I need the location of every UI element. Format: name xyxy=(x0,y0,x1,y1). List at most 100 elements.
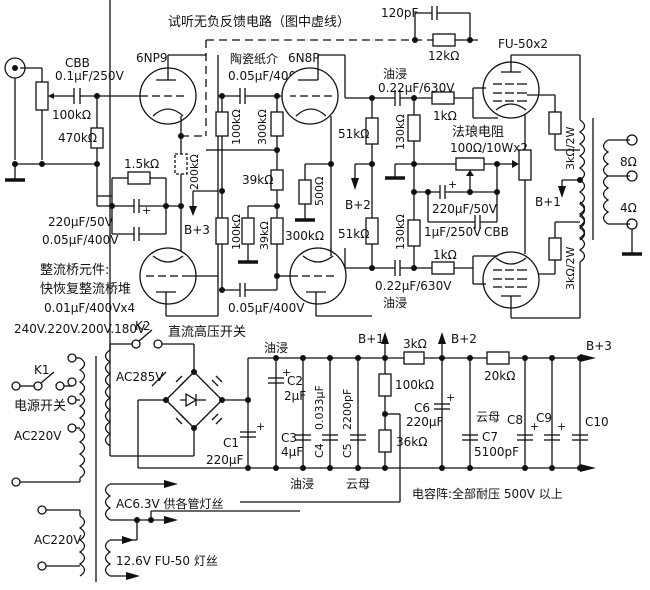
cathode-balance-pot xyxy=(518,149,532,181)
c9-label: C9 xyxy=(536,411,552,425)
cathode-resistor-1k5-label: 1.5kΩ xyxy=(124,157,159,171)
tap-200v[interactable] xyxy=(67,395,77,405)
grid-r-130k-bottom xyxy=(407,219,421,247)
hv-secondary-label: AC285V xyxy=(116,370,164,384)
tube-v3-label: FU-50x2 xyxy=(498,37,548,51)
driver-r-39k-b-label: 39kΩ xyxy=(258,221,271,250)
supply-r-3k-label: 3kΩ xyxy=(403,337,427,351)
rectifier-bridge xyxy=(151,344,223,456)
svg-text:+: + xyxy=(446,391,455,404)
volume-pot-label: 100kΩ xyxy=(52,108,91,122)
b2-label-supply: B+2 xyxy=(451,332,477,346)
cap-rating-note: 电容阵:全部耐压 500V 以上 xyxy=(412,486,563,501)
bias-resistor-type-label: 法琅电阻 xyxy=(452,125,504,140)
c4-label: C4 xyxy=(313,443,326,458)
grid-stop-1k-top xyxy=(431,91,455,105)
b1-label-supply: B+1 xyxy=(358,332,384,346)
driver-r-300k-bottom xyxy=(270,217,284,245)
driver-r-39k-a-label: 39kΩ xyxy=(242,173,273,187)
c7-type-label: 云母 xyxy=(476,410,500,424)
power-transformer xyxy=(78,349,112,582)
grid-resistor-470k-label: 470kΩ xyxy=(58,131,97,145)
driver-r-100k-bottom-label: 100kΩ xyxy=(230,214,243,250)
tube-v1-bottom xyxy=(139,206,218,317)
ac-in-2-label: AC220V xyxy=(34,533,82,547)
heater-out-arrow-icon xyxy=(164,480,178,488)
c4-value-label: 0.033μF xyxy=(313,385,326,430)
supply-r-20k xyxy=(486,351,510,365)
ac-in-1-label: AC220V xyxy=(14,429,62,443)
bias-pot xyxy=(455,157,485,171)
driver-r-100k-top-label: 100kΩ xyxy=(230,109,243,145)
plate-r-51k-bottom-label: 51kΩ xyxy=(338,227,369,241)
feedback-resistor-label: 12kΩ xyxy=(428,49,459,63)
driver-cap-bottom-label: 0.05μF/400V xyxy=(228,301,305,315)
tap-8-ohm-terminal[interactable] xyxy=(626,134,638,146)
c7-label: C7 xyxy=(482,430,498,444)
cathode-cap-220u-label: 220μF/50V xyxy=(48,215,114,229)
out-cap-bottom-type-label: 油浸 xyxy=(383,296,407,310)
driver-cathode-r-500 xyxy=(298,179,312,205)
k1-function-label: 电源开关 xyxy=(14,399,66,414)
b3-label-supply: B+3 xyxy=(586,339,612,353)
b1-supply-arrow-icon xyxy=(381,332,389,344)
divider-r-36k xyxy=(378,429,392,453)
out-cap-top-type-label: 油浸 xyxy=(383,67,407,81)
feedback-resistor-200k-label: 200kΩ xyxy=(188,154,201,190)
heater-12v6-arrow-icon xyxy=(126,572,140,580)
b2-supply-arrow-icon xyxy=(438,332,446,344)
bridge-note-line2: 0.01μF/400Vx4 xyxy=(44,301,135,315)
k2-label: K2 xyxy=(135,319,151,333)
c3-value-label: 4μF xyxy=(281,445,303,459)
c1-value-label: 220μF xyxy=(206,453,244,467)
c10-label: C10 xyxy=(585,415,609,429)
k1-power-switch[interactable] xyxy=(33,381,43,391)
c5-label: C5 xyxy=(341,443,354,458)
tap-4-ohm-label: 4Ω xyxy=(620,201,637,215)
b1-arrow-icon xyxy=(558,186,566,198)
svg-text:+: + xyxy=(256,420,265,433)
tube-v3-bottom xyxy=(472,251,580,319)
svg-text:+: + xyxy=(282,366,291,379)
tap-240v[interactable] xyxy=(67,353,77,363)
tube-v2-label: 6N8P xyxy=(288,51,319,65)
k1-label: K1 xyxy=(34,363,50,377)
c5-value-label: 2200pF xyxy=(341,389,354,430)
driver-r-39k-b xyxy=(241,217,255,245)
screen-r-3k-top-label: 3kΩ/2W xyxy=(564,127,577,170)
tap-220v[interactable] xyxy=(67,377,77,387)
primary-taps-label: 240V.220V.200V.180V xyxy=(14,322,146,336)
feedback-resistor-200k xyxy=(174,136,188,206)
bias-cap-220u-label: 220μF/50V xyxy=(432,202,498,216)
b3-out-arrow-icon xyxy=(580,354,596,362)
tap-4-ohm-terminal[interactable] xyxy=(626,170,638,182)
coupling-cap-label: 0.1μF/250V xyxy=(55,69,125,83)
cathode-resistor-1k5 xyxy=(127,171,151,185)
tube-v3-top xyxy=(472,54,581,119)
bias-pot-label: 100Ω/10Wx2 xyxy=(450,141,528,155)
schematic-title: 试听无负反馈电路（图中虚线） xyxy=(168,14,350,30)
c5-type-label: 云母 xyxy=(346,477,370,491)
grid-r-130k-bottom-label: 130kΩ xyxy=(394,214,407,250)
k2-hv-switch[interactable] xyxy=(131,339,141,349)
tap-8-ohm-label: 8Ω xyxy=(620,155,637,169)
driver-r-300k-bottom-label: 300kΩ xyxy=(285,229,324,243)
c2-value-label: 2μF xyxy=(284,389,306,403)
divider-r-36k-label: 36kΩ xyxy=(396,435,427,449)
grid-r-130k-top-label: 130kΩ xyxy=(394,114,407,150)
driver-cap-type-label: 陶瓷纸介 xyxy=(230,51,278,66)
feedback-cap-label: 120pF xyxy=(381,6,419,20)
driver-r-300k-top-label: 300kΩ xyxy=(256,109,269,145)
tube-v2-bottom xyxy=(289,247,372,317)
tap-180v[interactable] xyxy=(67,423,77,433)
driver-cathode-r-500-label: 500Ω xyxy=(313,177,326,206)
screen-r-3k-top xyxy=(548,111,562,135)
input-jack xyxy=(4,57,42,160)
tube-v1-label: 6NP9 xyxy=(136,51,167,65)
tube-v1-top xyxy=(139,54,206,136)
coupling-cap-type-label: CBB xyxy=(65,56,90,70)
b2-arrow-icon xyxy=(351,178,359,190)
grid-stop-1k-bottom xyxy=(431,261,455,275)
heater-6v3-label: AC6.3V 供各管灯丝 xyxy=(116,496,224,511)
